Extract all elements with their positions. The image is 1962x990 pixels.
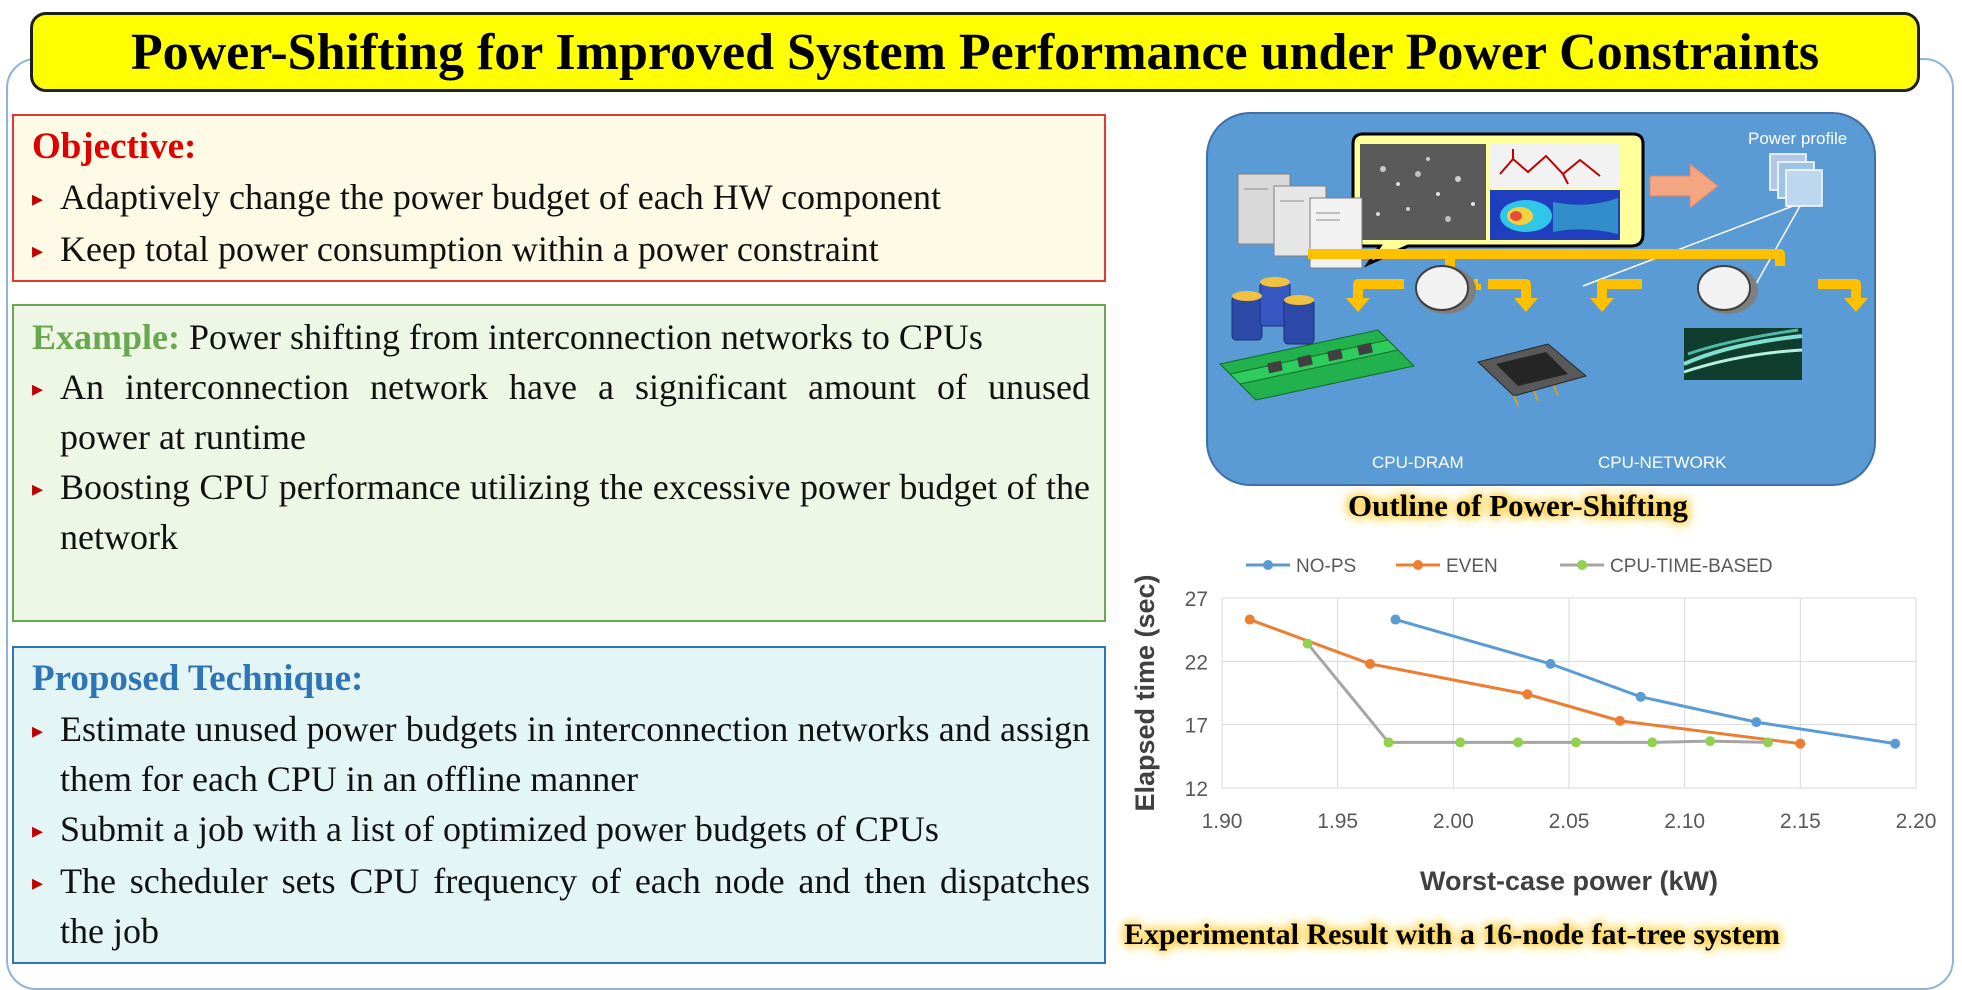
example-lead-text: Power shifting from interconnection netw… <box>180 317 983 357</box>
x-tick-label: 1.95 <box>1317 810 1358 833</box>
power-shifting-diagram: Power profile <box>1206 112 1876 486</box>
objective-bullet: ▸ Keep total power consumption within a … <box>32 224 1090 276</box>
data-point <box>1513 737 1524 748</box>
profile-link-line <box>1755 205 1801 285</box>
bullet-arrow-icon: ▸ <box>32 376 44 401</box>
series-line-cpu-time-based <box>1306 642 1768 744</box>
objective-bullet: ▸ Adaptively change the power budget of … <box>32 172 1090 224</box>
data-point <box>1795 738 1806 749</box>
bullet-arrow-icon: ▸ <box>32 718 44 743</box>
data-point <box>1570 737 1581 748</box>
y-axis-label: Elapsed time (sec) <box>1130 574 1160 811</box>
chart-series <box>1244 614 1901 749</box>
legend-label: CPU-TIME-BASED <box>1610 556 1773 577</box>
legend-swatch-marker <box>1413 560 1423 570</box>
data-point <box>1545 658 1556 669</box>
diagram-svg: Power profile <box>1218 129 1868 472</box>
data-point <box>1614 715 1625 726</box>
example-heading: Example: <box>32 317 180 357</box>
cpu-dram-dial-icon <box>1415 265 1476 314</box>
network-cables-icon <box>1683 328 1803 380</box>
power-profile-icon <box>1769 153 1823 207</box>
x-tick-label: 1.90 <box>1202 810 1243 833</box>
data-point <box>1705 736 1716 747</box>
bullet-arrow-icon: ▸ <box>32 818 44 843</box>
simulation-bubble <box>1351 132 1645 268</box>
profile-arrow-icon <box>1649 162 1719 210</box>
data-point <box>1383 737 1394 748</box>
power-flow-arrows <box>1308 249 1861 299</box>
proposed-bullet-text: Estimate unused power budgets in interco… <box>60 709 1090 799</box>
proposed-bullet: ▸ Submit a job with a list of optimized … <box>32 804 1090 856</box>
chart-caption: Experimental Result with a 16-node fat-t… <box>1124 918 1781 951</box>
power-arrowheads <box>1346 298 1868 312</box>
x-tick-label: 2.15 <box>1780 810 1821 833</box>
data-point <box>1647 737 1658 748</box>
example-bullet: ▸ An interconnection network have a sign… <box>32 362 1090 462</box>
dram-modules-icon <box>1218 329 1416 401</box>
x-tick-label: 2.05 <box>1549 810 1590 833</box>
proposed-heading: Proposed Technique: <box>32 658 364 699</box>
data-point <box>1455 737 1466 748</box>
cpu-network-dial-icon <box>1697 265 1758 314</box>
legend-label: EVEN <box>1446 556 1498 577</box>
battery-icon <box>1231 277 1315 345</box>
example-lead: Example: Power shifting from interconnec… <box>32 312 1090 362</box>
data-point <box>1244 614 1255 625</box>
bullet-arrow-icon: ▸ <box>32 870 44 895</box>
power-profile-label: Power profile <box>1748 129 1847 148</box>
legend-swatch-marker <box>1577 560 1587 570</box>
proposed-bullet: ▸ Estimate unused power budgets in inter… <box>32 704 1090 804</box>
cpu-dram-label: CPU-DRAM <box>1372 453 1464 472</box>
chart-grid <box>1221 597 1917 789</box>
objective-box: Objective: ▸ Adaptively change the power… <box>12 114 1106 282</box>
data-point <box>1751 717 1762 728</box>
data-point <box>1390 614 1401 625</box>
molecule-dots <box>1376 157 1475 222</box>
diagram-caption: Outline of Power-Shifting <box>1348 488 1688 523</box>
x-tick-label: 2.00 <box>1433 810 1474 833</box>
proposed-bullet-text: Submit a job with a list of optimized po… <box>60 809 939 849</box>
bullet-arrow-icon: ▸ <box>32 238 44 263</box>
y-tick-label: 22 <box>1185 651 1208 674</box>
objective-bullet-text: Keep total power consumption within a po… <box>60 229 879 269</box>
chart-legend: NO-PS EVEN CPU-TIME-BASED <box>1246 556 1773 577</box>
proposed-bullet-text: The scheduler sets CPU frequency of each… <box>60 861 1090 951</box>
chart-tick-labels: 12 17 22 27 1.90 1.95 2.00 2.05 2.10 2.15 2.20 <box>1185 588 1937 833</box>
example-box: Example: Power shifting from interconnec… <box>12 304 1106 622</box>
chemical-structure-lines <box>1499 149 1601 185</box>
x-axis-label: Worst-case power (kW) <box>1420 866 1718 896</box>
legend-label: NO-PS <box>1296 556 1356 577</box>
data-point <box>1365 658 1376 669</box>
objective-bullet-text: Adaptively change the power budget of ea… <box>60 177 942 217</box>
example-bullet: ▸ Boosting CPU performance utilizing the… <box>32 462 1090 562</box>
y-tick-label: 27 <box>1185 588 1208 611</box>
elapsed-time-chart: 12 17 22 27 1.90 1.95 2.00 2.05 2.10 2.15 2.20 NO-… <box>1130 556 1937 896</box>
data-point <box>1762 737 1773 748</box>
legend-swatch-marker <box>1263 560 1273 570</box>
bullet-arrow-icon: ▸ <box>32 186 44 211</box>
x-tick-label: 2.20 <box>1896 810 1937 833</box>
example-bullet-text: Boosting CPU performance utilizing the e… <box>60 467 1090 557</box>
data-point <box>1635 691 1646 702</box>
bullet-arrow-icon: ▸ <box>32 476 44 501</box>
molecule-image <box>1360 144 1486 240</box>
data-point <box>1522 689 1533 700</box>
x-tick-label: 2.10 <box>1664 810 1705 833</box>
cpu-network-label: CPU-NETWORK <box>1598 453 1727 472</box>
profile-link-line <box>1582 205 1794 287</box>
cpu-chip-icon <box>1476 343 1588 407</box>
proposed-technique-box: Proposed Technique: ▸ Estimate unused po… <box>12 646 1106 964</box>
proposed-bullet: ▸ The scheduler sets CPU frequency of ea… <box>32 856 1090 956</box>
objective-heading: Objective: <box>32 126 197 167</box>
poster-title: Power-Shifting for Improved System Perfo… <box>30 12 1920 92</box>
y-tick-label: 17 <box>1185 715 1208 738</box>
data-point <box>1890 738 1901 749</box>
y-tick-label: 12 <box>1185 778 1208 801</box>
example-bullet-text: An interconnection network have a signif… <box>60 367 1090 457</box>
data-point <box>1302 638 1313 649</box>
